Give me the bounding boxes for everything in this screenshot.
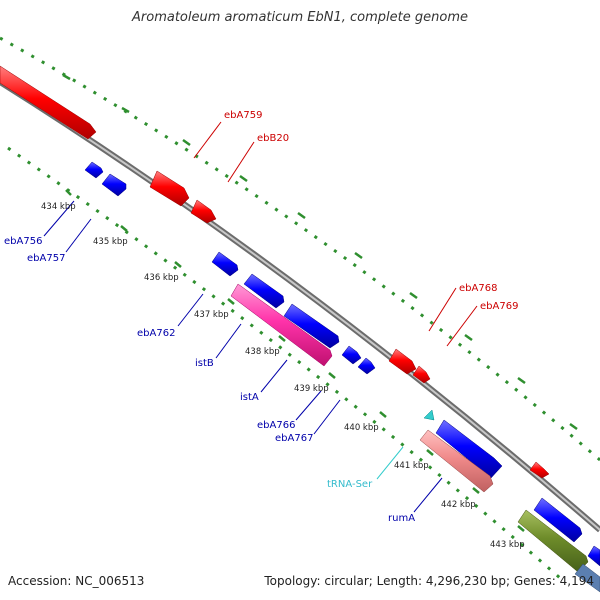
gene-label-ebA766[interactable]: ebA766 [257, 420, 295, 431]
tick-label: 434 kbp [41, 202, 76, 212]
gene-label-ebA759[interactable]: ebA759 [224, 110, 262, 121]
tick-label: 441 kbp [394, 461, 429, 471]
gene-label-ebA762[interactable]: ebA762 [137, 328, 175, 339]
gene-label-ebA757[interactable]: ebA757 [27, 253, 65, 264]
gene-green-feature[interactable] [517, 509, 589, 573]
gene-istA-feature[interactable] [283, 303, 340, 349]
tick-labels: 434 kbp 435 kbp 436 kbp 437 kbp 438 kbp … [41, 202, 525, 550]
gene-istB-feature[interactable] [230, 283, 333, 367]
map-title: Aromatoleum aromaticum EbN1, complete ge… [132, 10, 468, 25]
gene-salmon-feature[interactable] [419, 429, 494, 493]
gene-ebA759b-feature[interactable] [149, 170, 190, 207]
gene-forward-small-feature[interactable] [529, 461, 550, 479]
tick-label: 440 kbp [344, 423, 379, 433]
accession-label: Accession: NC_006513 [8, 574, 145, 588]
gene-label-ebA768[interactable]: ebA768 [459, 283, 497, 294]
gene-ebA766-feature[interactable] [341, 345, 362, 365]
gene-reverse-edge-b-feature[interactable] [587, 545, 600, 567]
gene-ebA767-feature[interactable] [357, 357, 376, 375]
outer-dotted-ring [0, 36, 600, 462]
tick-label: 438 kbp [245, 347, 280, 357]
gene-green-edge-feature[interactable] [574, 563, 600, 593]
tick-label: 439 kbp [294, 384, 329, 394]
gene-ebA768-feature[interactable] [388, 348, 417, 375]
gene-ebA756-feature[interactable] [84, 161, 104, 179]
outer-tick-group [62, 73, 578, 431]
gene-label-istA[interactable]: istA [240, 392, 259, 403]
inner-dotted-ring [7, 146, 561, 580]
gene-ebB20-feature[interactable] [190, 199, 217, 224]
tick-label: 443 kbp [490, 540, 525, 550]
tick-label: 435 kbp [93, 237, 128, 247]
gene-label-istB[interactable]: istB [195, 358, 214, 369]
tick-label: 436 kbp [144, 273, 179, 283]
gene-labels: ebA759 ebB20 ebA768 ebA769 ebA756 ebA757… [4, 110, 518, 524]
gene-tRNA-Ser-feature[interactable] [423, 409, 435, 421]
gene-ebA757-feature[interactable] [101, 173, 127, 197]
inner-tick-group [65, 189, 525, 532]
leader-lines [43, 121, 478, 513]
gene-label-ebB20[interactable]: ebB20 [257, 133, 289, 144]
gene-ebA762-feature[interactable] [211, 251, 239, 277]
gene-label-ebA767[interactable]: ebA767 [275, 433, 313, 444]
gene-reverse-edge-a-feature[interactable] [533, 497, 583, 543]
gene-label-rumA[interactable]: rumA [388, 513, 415, 524]
gene-ebA769-feature[interactable] [412, 365, 431, 384]
tick-label: 437 kbp [194, 310, 229, 320]
gene-ebA759-feature[interactable] [0, 65, 97, 140]
gene-label-ebA756[interactable]: ebA756 [4, 236, 42, 247]
gene-label-tRNA-Ser[interactable]: tRNA-Ser [327, 479, 373, 490]
topology-label: Topology: circular; Length: 4,296,230 bp… [264, 574, 594, 588]
gene-label-ebA769[interactable]: ebA769 [480, 301, 518, 312]
gene-ebA762b-feature[interactable] [243, 273, 285, 309]
tick-label: 442 kbp [441, 500, 476, 510]
